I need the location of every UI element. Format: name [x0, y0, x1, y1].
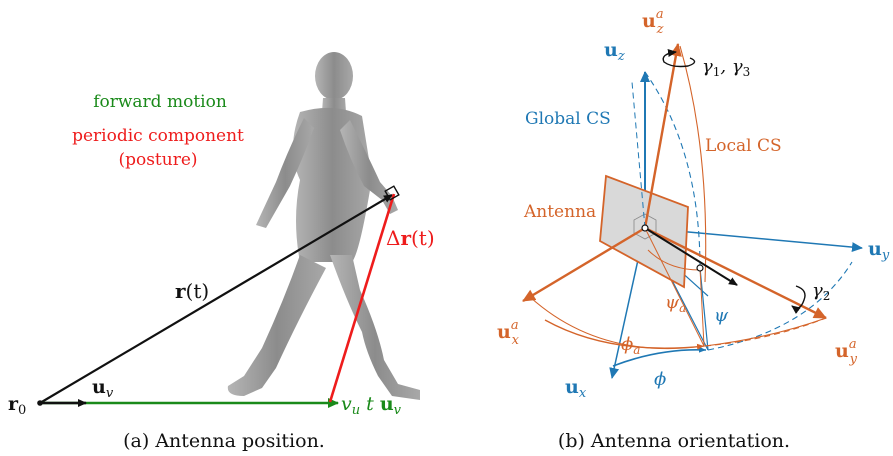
antenna-label: Antenna: [523, 202, 596, 222]
local-arc-bottom: [529, 296, 827, 350]
local-z-axis: [643, 43, 682, 229]
gamma2-rotation-icon: [791, 285, 806, 314]
uy-label: uy: [868, 238, 890, 263]
global-dir-vertical: [699, 267, 709, 351]
ux-label: ux: [565, 376, 587, 401]
phi-a-label: ϕa: [621, 334, 640, 357]
gamma13-rotation-icon: [662, 49, 696, 68]
delta-r-label: Δr(t): [386, 226, 435, 250]
direction-vector: [644, 227, 738, 286]
antenna-position-marker: [384, 185, 400, 201]
phi-arc: [612, 346, 707, 367]
psi-label: ψ: [714, 305, 729, 326]
local-dir-projection: [644, 227, 705, 347]
panel-a: forward motion periodic component (postu…: [8, 52, 435, 452]
periodic-component-label: periodic component: [72, 126, 244, 146]
global-dashed-arc-bottom: [707, 261, 853, 351]
global-dashed-arc-top: [644, 71, 701, 269]
psi-a-label: ψa: [665, 292, 686, 315]
local-x-axis: [522, 226, 646, 303]
origin-point: [641, 224, 649, 232]
local-y-axis: [644, 226, 827, 320]
vut-uv-label: vu t uv: [341, 393, 402, 418]
r-t-label: r(t): [175, 279, 209, 303]
global-cs-label: Global CS: [525, 109, 611, 129]
gamma2-label: γ2: [812, 280, 830, 303]
psi-a-arc: [647, 249, 701, 271]
uv-label: uv: [92, 376, 114, 401]
caption-a: (a) Antenna position.: [123, 430, 325, 452]
uz-label: uz: [604, 39, 625, 64]
posture-label: (posture): [118, 150, 197, 170]
local-arc-top: [679, 45, 707, 283]
antenna-center-hex: [633, 213, 657, 240]
caption-b: (b) Antenna orientation.: [558, 430, 790, 452]
antenna-plate: [599, 174, 689, 289]
r-t-vector: [39, 194, 393, 404]
gamma13-label: γ1, γ3: [702, 56, 750, 79]
local-dir-vertical: [699, 267, 705, 347]
r0-label: r0: [8, 393, 26, 418]
forward-motion-label: forward motion: [93, 92, 227, 112]
delta-r-vector: [328, 193, 396, 403]
human-silhouette: [227, 52, 420, 400]
phi-label: ϕ: [654, 369, 666, 390]
local-dashed-arc: [704, 317, 827, 347]
local-cs-label: Local CS: [705, 136, 782, 156]
local-dashed-line: [631, 81, 646, 229]
r0-point: [37, 400, 43, 406]
phi-a-arc: [544, 319, 705, 350]
direction-point: [696, 264, 704, 272]
